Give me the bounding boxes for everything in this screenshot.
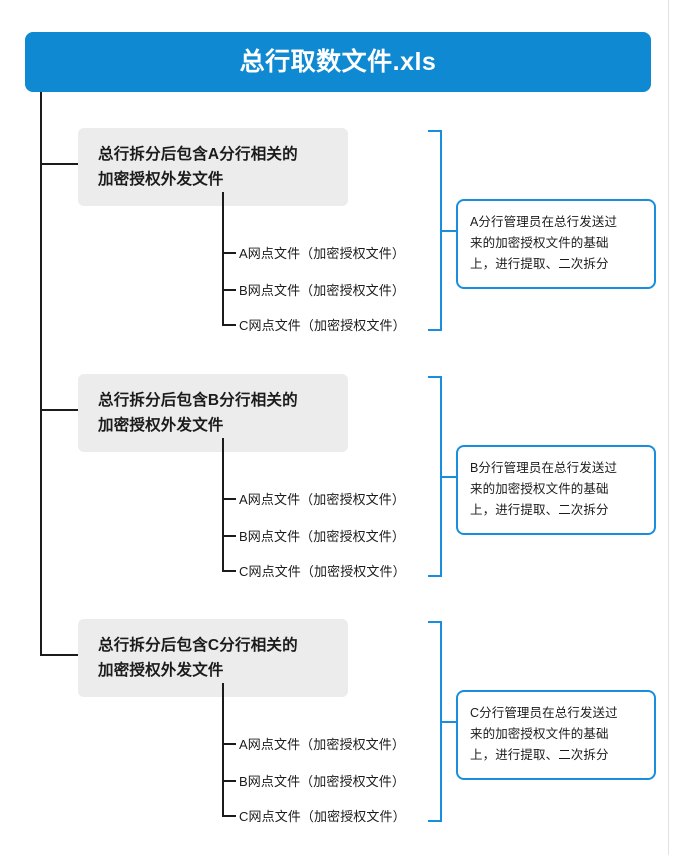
leaf-tick-3-c: [222, 815, 236, 817]
root-node-title[interactable]: 总行取数文件.xls: [25, 32, 651, 92]
leaf-tick-3-b: [222, 780, 236, 782]
branch-connector-1: [40, 163, 78, 165]
annotation-note-2-line3: 上，进行提取、二次拆分: [470, 503, 609, 517]
leaf-tick-2-c: [222, 570, 236, 572]
leaf-tick-1-b: [222, 289, 236, 291]
page-edge-divider: [668, 0, 669, 855]
group-box-2[interactable]: 总行拆分后包含B分行相关的 加密授权外发文件: [78, 374, 348, 452]
annotation-note-3-line1: C分行管理员在总行发送过: [470, 706, 618, 720]
annotation-note-1-line3: 上，进行提取、二次拆分: [470, 257, 609, 271]
group-box-1-line2: 加密授权外发文件: [98, 171, 224, 188]
annotation-note-3-line2: 来的加密授权文件的基础: [470, 727, 609, 741]
annotation-note-1-line2: 来的加密授权文件的基础: [470, 236, 609, 250]
leaf-label-2-b[interactable]: B网点文件（加密授权文件）: [239, 529, 405, 544]
annotation-bracket-tick-2: [440, 476, 456, 478]
leaf-stem-1: [222, 192, 224, 325]
annotation-note-2-line2: 来的加密授权文件的基础: [470, 482, 609, 496]
branch-connector-2: [40, 409, 78, 411]
leaf-label-1-b[interactable]: B网点文件（加密授权文件）: [239, 283, 405, 298]
group-box-3-line1: 总行拆分后包含C分行相关的: [98, 637, 298, 654]
group-box-1[interactable]: 总行拆分后包含A分行相关的 加密授权外发文件: [78, 128, 348, 206]
leaf-stem-2: [222, 438, 224, 571]
leaf-tick-2-b: [222, 535, 236, 537]
main-trunk-line: [40, 92, 42, 655]
root-node-label: 总行取数文件.xls: [239, 47, 437, 76]
annotation-note-3[interactable]: C分行管理员在总行发送过 来的加密授权文件的基础 上，进行提取、二次拆分: [456, 690, 656, 780]
branch-connector-3: [40, 654, 78, 656]
annotation-note-1[interactable]: A分行管理员在总行发送过 来的加密授权文件的基础 上，进行提取、二次拆分: [456, 199, 656, 289]
leaf-stem-3: [222, 683, 224, 816]
leaf-tick-2-a: [222, 498, 236, 500]
annotation-note-2-line1: B分行管理员在总行发送过: [470, 461, 618, 475]
leaf-label-3-a[interactable]: A网点文件（加密授权文件）: [239, 737, 405, 752]
group-box-3-line2: 加密授权外发文件: [98, 662, 224, 679]
leaf-label-1-a[interactable]: A网点文件（加密授权文件）: [239, 246, 405, 261]
group-box-3[interactable]: 总行拆分后包含C分行相关的 加密授权外发文件: [78, 619, 348, 697]
annotation-bracket-tick-3: [440, 721, 456, 723]
leaf-label-1-c[interactable]: C网点文件（加密授权文件）: [239, 318, 406, 333]
annotation-note-2[interactable]: B分行管理员在总行发送过 来的加密授权文件的基础 上，进行提取、二次拆分: [456, 445, 656, 535]
group-box-2-line2: 加密授权外发文件: [98, 417, 224, 434]
group-box-2-line1: 总行拆分后包含B分行相关的: [98, 392, 298, 409]
leaf-label-2-a[interactable]: A网点文件（加密授权文件）: [239, 492, 405, 507]
leaf-tick-1-a: [222, 252, 236, 254]
leaf-label-3-c[interactable]: C网点文件（加密授权文件）: [239, 809, 406, 824]
annotation-note-3-line3: 上，进行提取、二次拆分: [470, 748, 609, 762]
annotation-bracket-tick-1: [440, 230, 456, 232]
annotation-note-1-line1: A分行管理员在总行发送过: [470, 215, 618, 229]
group-box-1-line1: 总行拆分后包含A分行相关的: [98, 146, 298, 163]
leaf-tick-3-a: [222, 743, 236, 745]
leaf-label-3-b[interactable]: B网点文件（加密授权文件）: [239, 774, 405, 789]
leaf-tick-1-c: [222, 324, 236, 326]
leaf-label-2-c[interactable]: C网点文件（加密授权文件）: [239, 564, 406, 579]
